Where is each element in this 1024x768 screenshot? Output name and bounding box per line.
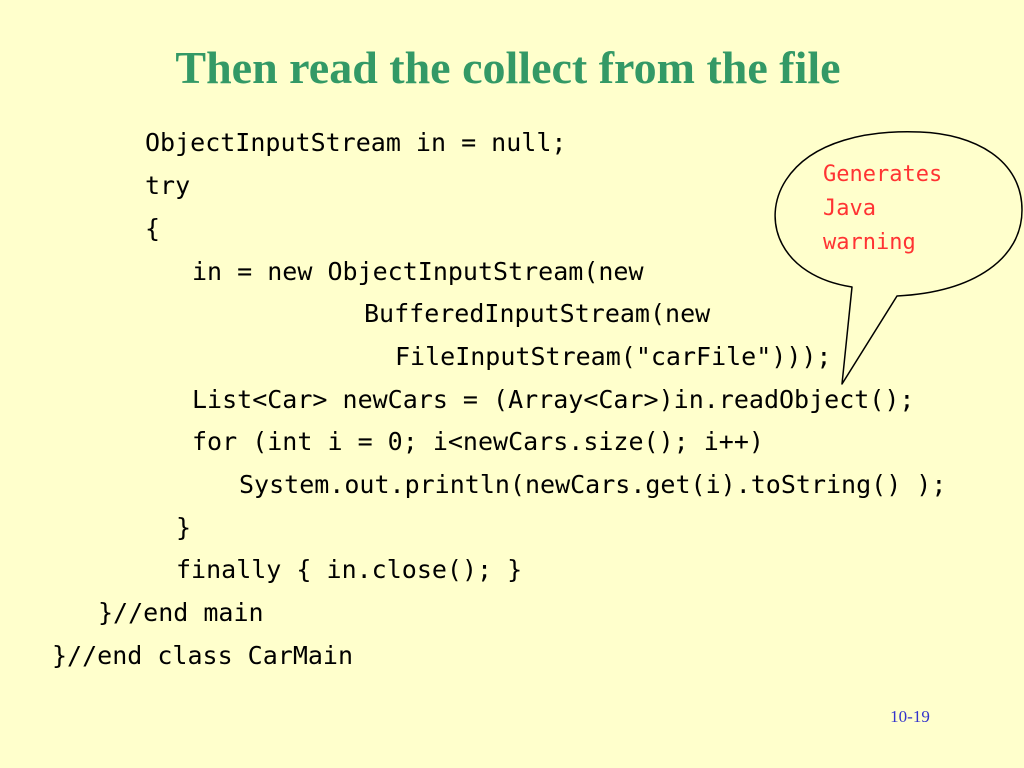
code-line: FileInputStream("carFile"))); xyxy=(395,342,832,371)
code-line: for (int i = 0; i<newCars.size(); i++) xyxy=(192,427,764,456)
code-line: ObjectInputStream in = null; xyxy=(145,128,567,157)
callout-line: Generates xyxy=(823,162,943,187)
code-line: try xyxy=(145,171,191,200)
code-line: }//end class CarMain xyxy=(52,641,354,670)
code-line: } xyxy=(176,513,192,542)
code-line: in = new ObjectInputStream(new xyxy=(192,257,644,286)
callout-line: warning xyxy=(823,230,916,255)
slide-title: Then read the collect from the file xyxy=(175,42,841,93)
code-line: }//end main xyxy=(98,598,264,627)
code-line: List<Car> newCars = (Array<Car>)in.readO… xyxy=(192,385,915,414)
slide-number: 10-19 xyxy=(890,707,930,726)
code-line: finally { in.close(); } xyxy=(176,555,523,584)
code-line: System.out.println(newCars.get(i).toStri… xyxy=(239,470,947,499)
code-line: { xyxy=(145,214,161,243)
callout-line: Java xyxy=(823,196,876,221)
code-line: BufferedInputStream(new xyxy=(364,299,711,328)
